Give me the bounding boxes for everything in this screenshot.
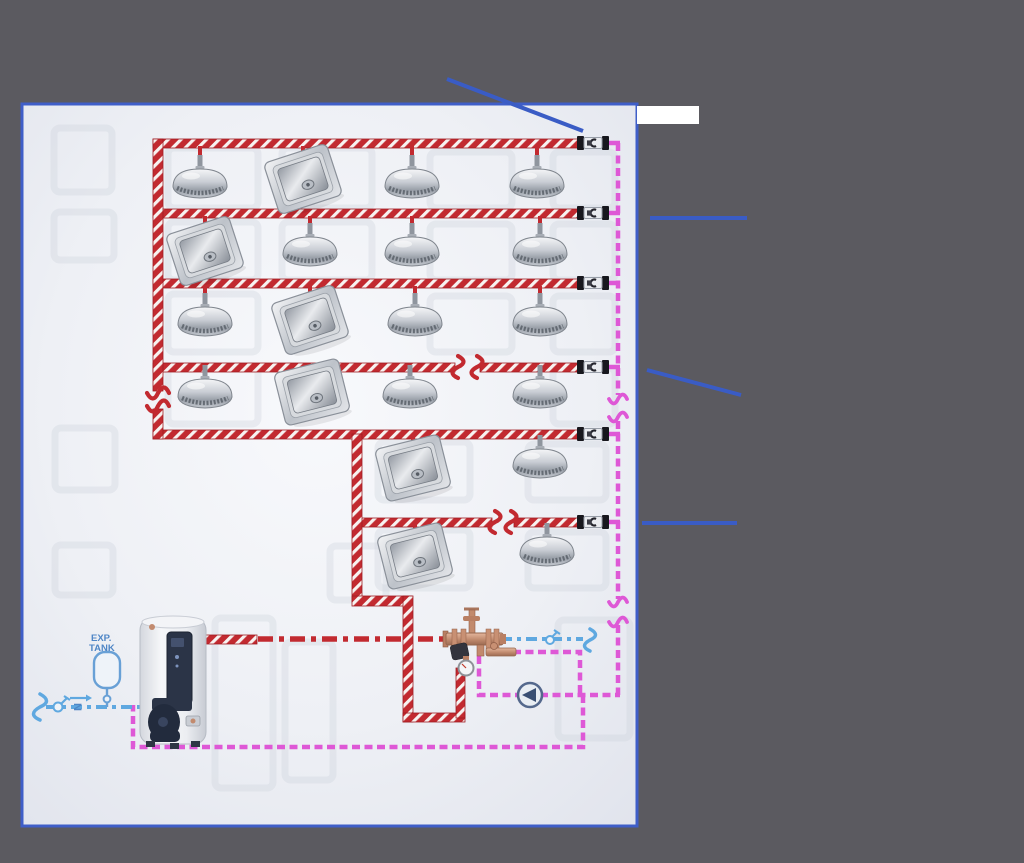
hot-main-pipe (202, 634, 258, 645)
wall-frame (281, 638, 337, 784)
shower-head (512, 435, 568, 479)
hot-main-pipe (152, 429, 579, 440)
kitchen-sink (166, 216, 247, 287)
pipe-break-squiggle (487, 508, 503, 536)
recirculation-return-pipes (130, 140, 629, 750)
pipe-break-squiggle (469, 353, 485, 381)
mechanical-components: N (52, 607, 561, 749)
wall-frame (164, 290, 262, 356)
pipe-break-squiggle (144, 398, 172, 414)
pump-loop-pipe (476, 656, 620, 698)
circulator-pump (516, 681, 544, 709)
callout-overlay (446, 77, 747, 525)
water-heater (139, 615, 207, 749)
pipe-break-squiggle (607, 392, 629, 406)
shower-head (282, 223, 338, 267)
mixed-line-valve-icon (545, 629, 561, 645)
wall-frame (50, 124, 116, 196)
pipe-break-squiggle (607, 410, 629, 424)
wall-frame (51, 424, 119, 494)
shower-head (519, 523, 575, 567)
fixtures-layer (166, 144, 575, 591)
exp-tank-label-line2: TANK (89, 643, 115, 654)
balancing-valve (577, 515, 609, 529)
balancing-valve (577, 136, 609, 150)
expansion-tank (92, 650, 122, 707)
hot-main-pipe (351, 517, 493, 528)
kitchen-sink (271, 285, 352, 356)
callout-line (446, 77, 584, 133)
hot-main-pipe (402, 595, 414, 723)
exp-tank-label-line1: EXP. (91, 633, 111, 644)
hot-water-striped-pipes (152, 138, 579, 723)
mixing-valve (442, 607, 517, 677)
balancing-valve (577, 360, 609, 374)
return-to-heater-pipe (130, 695, 586, 750)
shower-head (387, 293, 443, 337)
cold-line-valve-icon (52, 695, 71, 713)
wall-frame (554, 616, 634, 742)
shower-head (512, 365, 568, 409)
wall-frame (50, 208, 118, 264)
blank-label-box (637, 106, 699, 124)
pipe-break-squiggle (607, 595, 629, 609)
hot-main-pipe (351, 433, 363, 603)
wall-frame (51, 541, 117, 599)
kitchen-sink (377, 522, 455, 591)
pipe-break-squiggle (31, 692, 49, 722)
shower-head (384, 155, 440, 199)
svg-text:N: N (71, 703, 83, 711)
shower-head (177, 293, 233, 337)
diagram-text: EXP. TANK (89, 633, 115, 654)
shower-head (384, 223, 440, 267)
hot-main-pipe (152, 208, 579, 219)
pipe-break-squiggle (607, 615, 629, 629)
cold-water-pipes (31, 627, 598, 722)
hot-main-pipe (152, 408, 164, 440)
kitchen-sink (274, 358, 352, 427)
wall-frame (211, 614, 277, 792)
shower-head (512, 223, 568, 267)
pipe-break-marks (144, 353, 519, 536)
kitchen-sink (264, 144, 345, 215)
callout-line (646, 368, 742, 397)
balancing-valve (577, 276, 609, 290)
pipe-break-squiggle (144, 385, 172, 401)
pipe-break-squiggle (582, 627, 598, 653)
shower-head (382, 365, 438, 409)
pump-loop-pipe (513, 649, 583, 695)
flow-direction-marker: N (70, 694, 92, 711)
hot-main-pipe (152, 138, 579, 149)
shower-head (509, 155, 565, 199)
pipe-break-squiggle (503, 508, 519, 536)
shower-head (177, 365, 233, 409)
hot-main-pipe (152, 138, 164, 392)
balancing-valve (577, 206, 609, 220)
pipe-break-squiggle (450, 353, 466, 381)
kitchen-sink (375, 434, 453, 503)
balancing-valves-layer (577, 136, 609, 529)
balancing-valve (577, 427, 609, 441)
shower-head (172, 155, 228, 199)
hot-main-pipe (479, 362, 579, 373)
shower-head (512, 293, 568, 337)
